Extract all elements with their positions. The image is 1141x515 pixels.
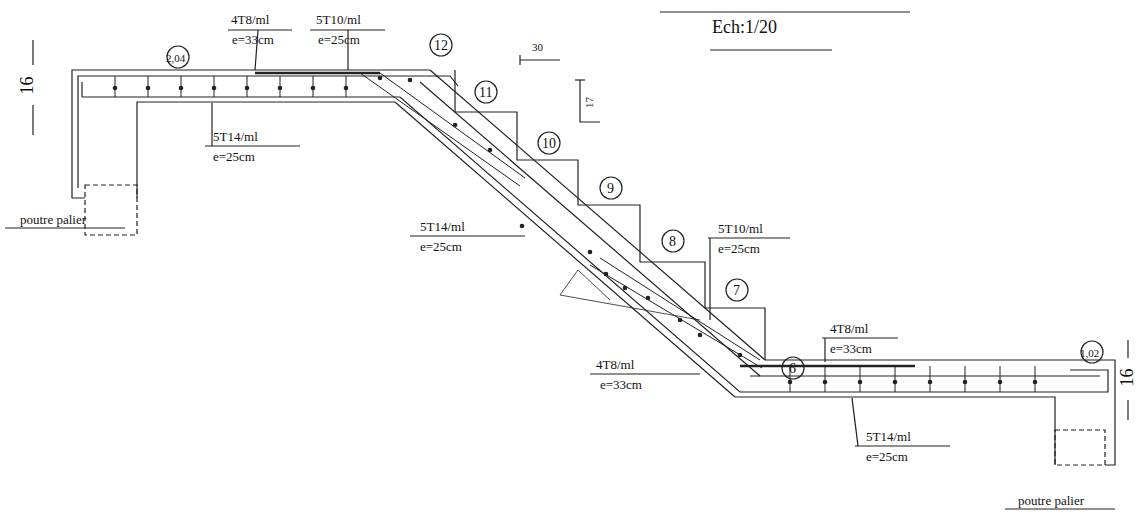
dimension-text: 16: [1120, 369, 1135, 387]
rebar-label: 5T14/ml: [420, 219, 465, 234]
callout-number: 10: [542, 136, 556, 151]
spacing-label: e=25cm: [213, 149, 255, 164]
dimension-text: 17: [582, 97, 597, 108]
level-mark: 1,02: [1080, 346, 1099, 361]
callout-number: 12: [434, 38, 448, 53]
rebar-label: 5T10/ml: [718, 221, 763, 236]
dimension-text: 16: [20, 77, 35, 95]
beam-label: poutre palier: [1018, 493, 1084, 508]
rebar-label: 4T8/ml: [830, 321, 868, 336]
callout-number: 8: [669, 234, 676, 249]
callout-number: 9: [607, 181, 614, 196]
spacing-label: e=33cm: [232, 32, 274, 47]
callout-number: 7: [733, 283, 740, 298]
rebar-label: 4T8/ml: [596, 357, 634, 372]
spacing-label: e=25cm: [866, 449, 908, 464]
rebar-label: 5T14/ml: [866, 429, 911, 444]
dimension-text: 30: [532, 40, 543, 55]
scale-label: Ech:1/20: [712, 20, 777, 35]
callout-number: 6: [789, 361, 796, 376]
spacing-label: e=25cm: [718, 241, 760, 256]
rebar-label: 4T8/ml: [231, 12, 269, 27]
spacing-label: e=33cm: [830, 341, 872, 356]
rebar-label: 5T10/ml: [316, 12, 361, 27]
spacing-label: e=25cm: [420, 239, 462, 254]
beam-label: poutre palier: [20, 212, 86, 227]
level-mark: 2,04: [166, 51, 185, 66]
spacing-label: e=33cm: [600, 377, 642, 392]
rebar-label: 5T14/ml: [213, 129, 258, 144]
spacing-label: e=25cm: [318, 32, 360, 47]
callout-number: 11: [479, 85, 492, 100]
